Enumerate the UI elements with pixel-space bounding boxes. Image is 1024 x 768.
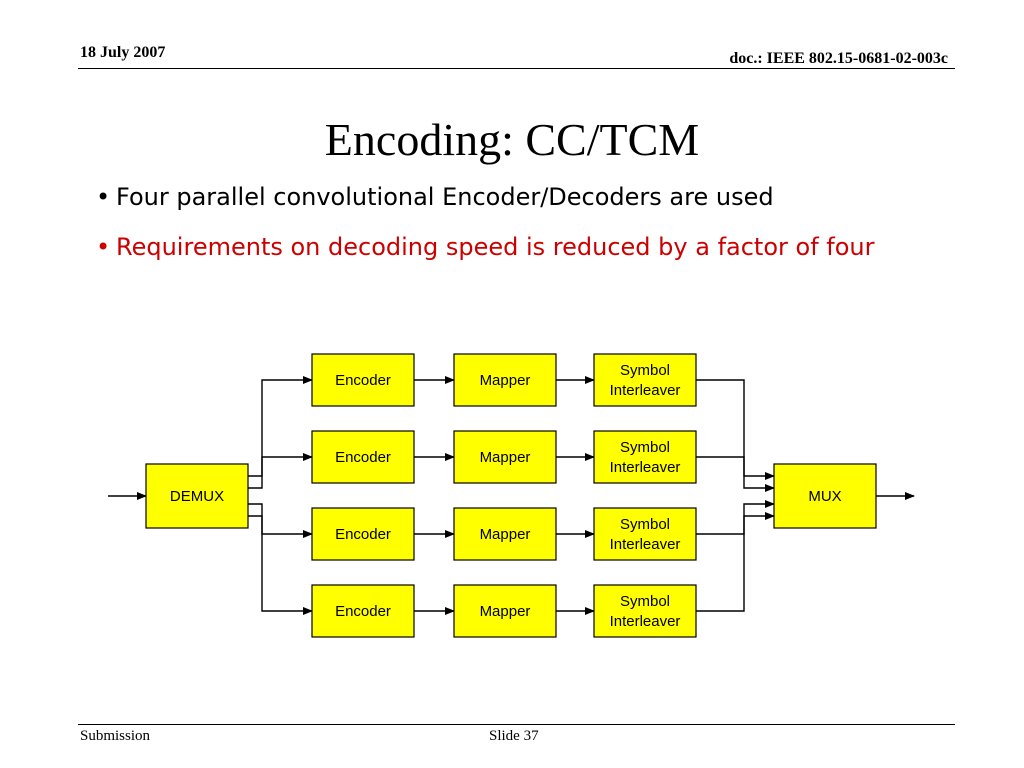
mapper-block: Mapper: [453, 353, 557, 407]
slide-title: Encoding: CC/TCM: [324, 114, 700, 165]
encoder-block-rect: [311, 507, 415, 561]
header-date: 18 July 2007: [80, 44, 166, 61]
demux-block: DEMUX: [145, 463, 249, 529]
mux-block: MUX: [773, 463, 877, 529]
encoder-block: Encoder: [311, 430, 415, 484]
symbol-interleaver-block-label: Interleaver: [610, 613, 681, 630]
arrow-line: [696, 500, 775, 535]
footer-submission: Submission: [80, 728, 151, 744]
symbol-interleaver-block-rect: [593, 584, 697, 638]
bullet-item: • Four parallel convolutional Encoder/De…: [96, 180, 966, 214]
encoder-block-rect: [311, 353, 415, 407]
symbol-interleaver-block-rect: [593, 353, 697, 407]
mapper-block-label: Mapper: [480, 603, 531, 620]
mapper-block-label: Mapper: [480, 449, 531, 466]
bullet-list: • Four parallel convolutional Encoder/De…: [96, 180, 966, 280]
mapper-block: Mapper: [453, 430, 557, 484]
encoder-block: Encoder: [311, 507, 415, 561]
mapper-block-rect: [453, 584, 557, 638]
mapper-block-label: Mapper: [480, 372, 531, 389]
symbol-interleaver-block-label: Interleaver: [610, 536, 681, 553]
encoder-block-label: Encoder: [335, 449, 391, 466]
symbol-interleaver-block-rect: [593, 507, 697, 561]
symbol-interleaver-block-label: Symbol: [620, 439, 670, 456]
encoder-block-rect: [311, 430, 415, 484]
encoder-block: Encoder: [311, 584, 415, 638]
symbol-interleaver-block-label: Symbol: [620, 516, 670, 533]
mapper-block: Mapper: [453, 584, 557, 638]
mapper-block-rect: [453, 353, 557, 407]
encoder-block-rect: [311, 584, 415, 638]
bullet-item: • Requirements on decoding speed is redu…: [96, 230, 966, 264]
footer-slide-number: Slide 37: [489, 728, 539, 744]
arrow-line: [696, 379, 775, 480]
encoder-block-label: Encoder: [335, 372, 391, 389]
symbol-interleaver-block-label: Symbol: [620, 593, 670, 610]
symbol-interleaver-block-rect: [593, 430, 697, 484]
bullet-text: Four parallel convolutional Encoder/Deco…: [116, 183, 774, 211]
mapper-block-label: Mapper: [480, 526, 531, 543]
bullet-dot: •: [96, 183, 111, 211]
encoder-block: Encoder: [311, 353, 415, 407]
arrow-line: [248, 515, 313, 615]
arrow-line: [696, 512, 775, 612]
symbol-interleaver-block-label: Interleaver: [610, 382, 681, 399]
arrow-line: [248, 453, 313, 489]
mapper-block-rect: [453, 430, 557, 484]
symbol-interleaver-block-label: Interleaver: [610, 459, 681, 476]
mapper-block-rect: [453, 507, 557, 561]
mux-block-rect: [773, 463, 877, 529]
arrow-line: [248, 376, 313, 477]
demux-block-rect: [145, 463, 249, 529]
connection-lines: [108, 376, 915, 615]
bullet-dot: •: [96, 233, 111, 261]
encoder-block-label: Encoder: [335, 603, 391, 620]
bullet-text: Requirements on decoding speed is reduce…: [116, 233, 875, 261]
arrow-line: [696, 456, 775, 492]
mapper-block: Mapper: [453, 507, 557, 561]
footer-divider: [78, 724, 955, 725]
encoder-block-label: Encoder: [335, 526, 391, 543]
header-divider: [78, 68, 955, 69]
arrow-line: [248, 503, 313, 538]
demux-block-label: DEMUX: [170, 488, 224, 505]
header-doc-id: doc.: IEEE 802.15-0681-02-003c: [729, 50, 948, 67]
symbol-interleaver-block-label: Symbol: [620, 362, 670, 379]
mux-block-label: MUX: [808, 488, 841, 505]
